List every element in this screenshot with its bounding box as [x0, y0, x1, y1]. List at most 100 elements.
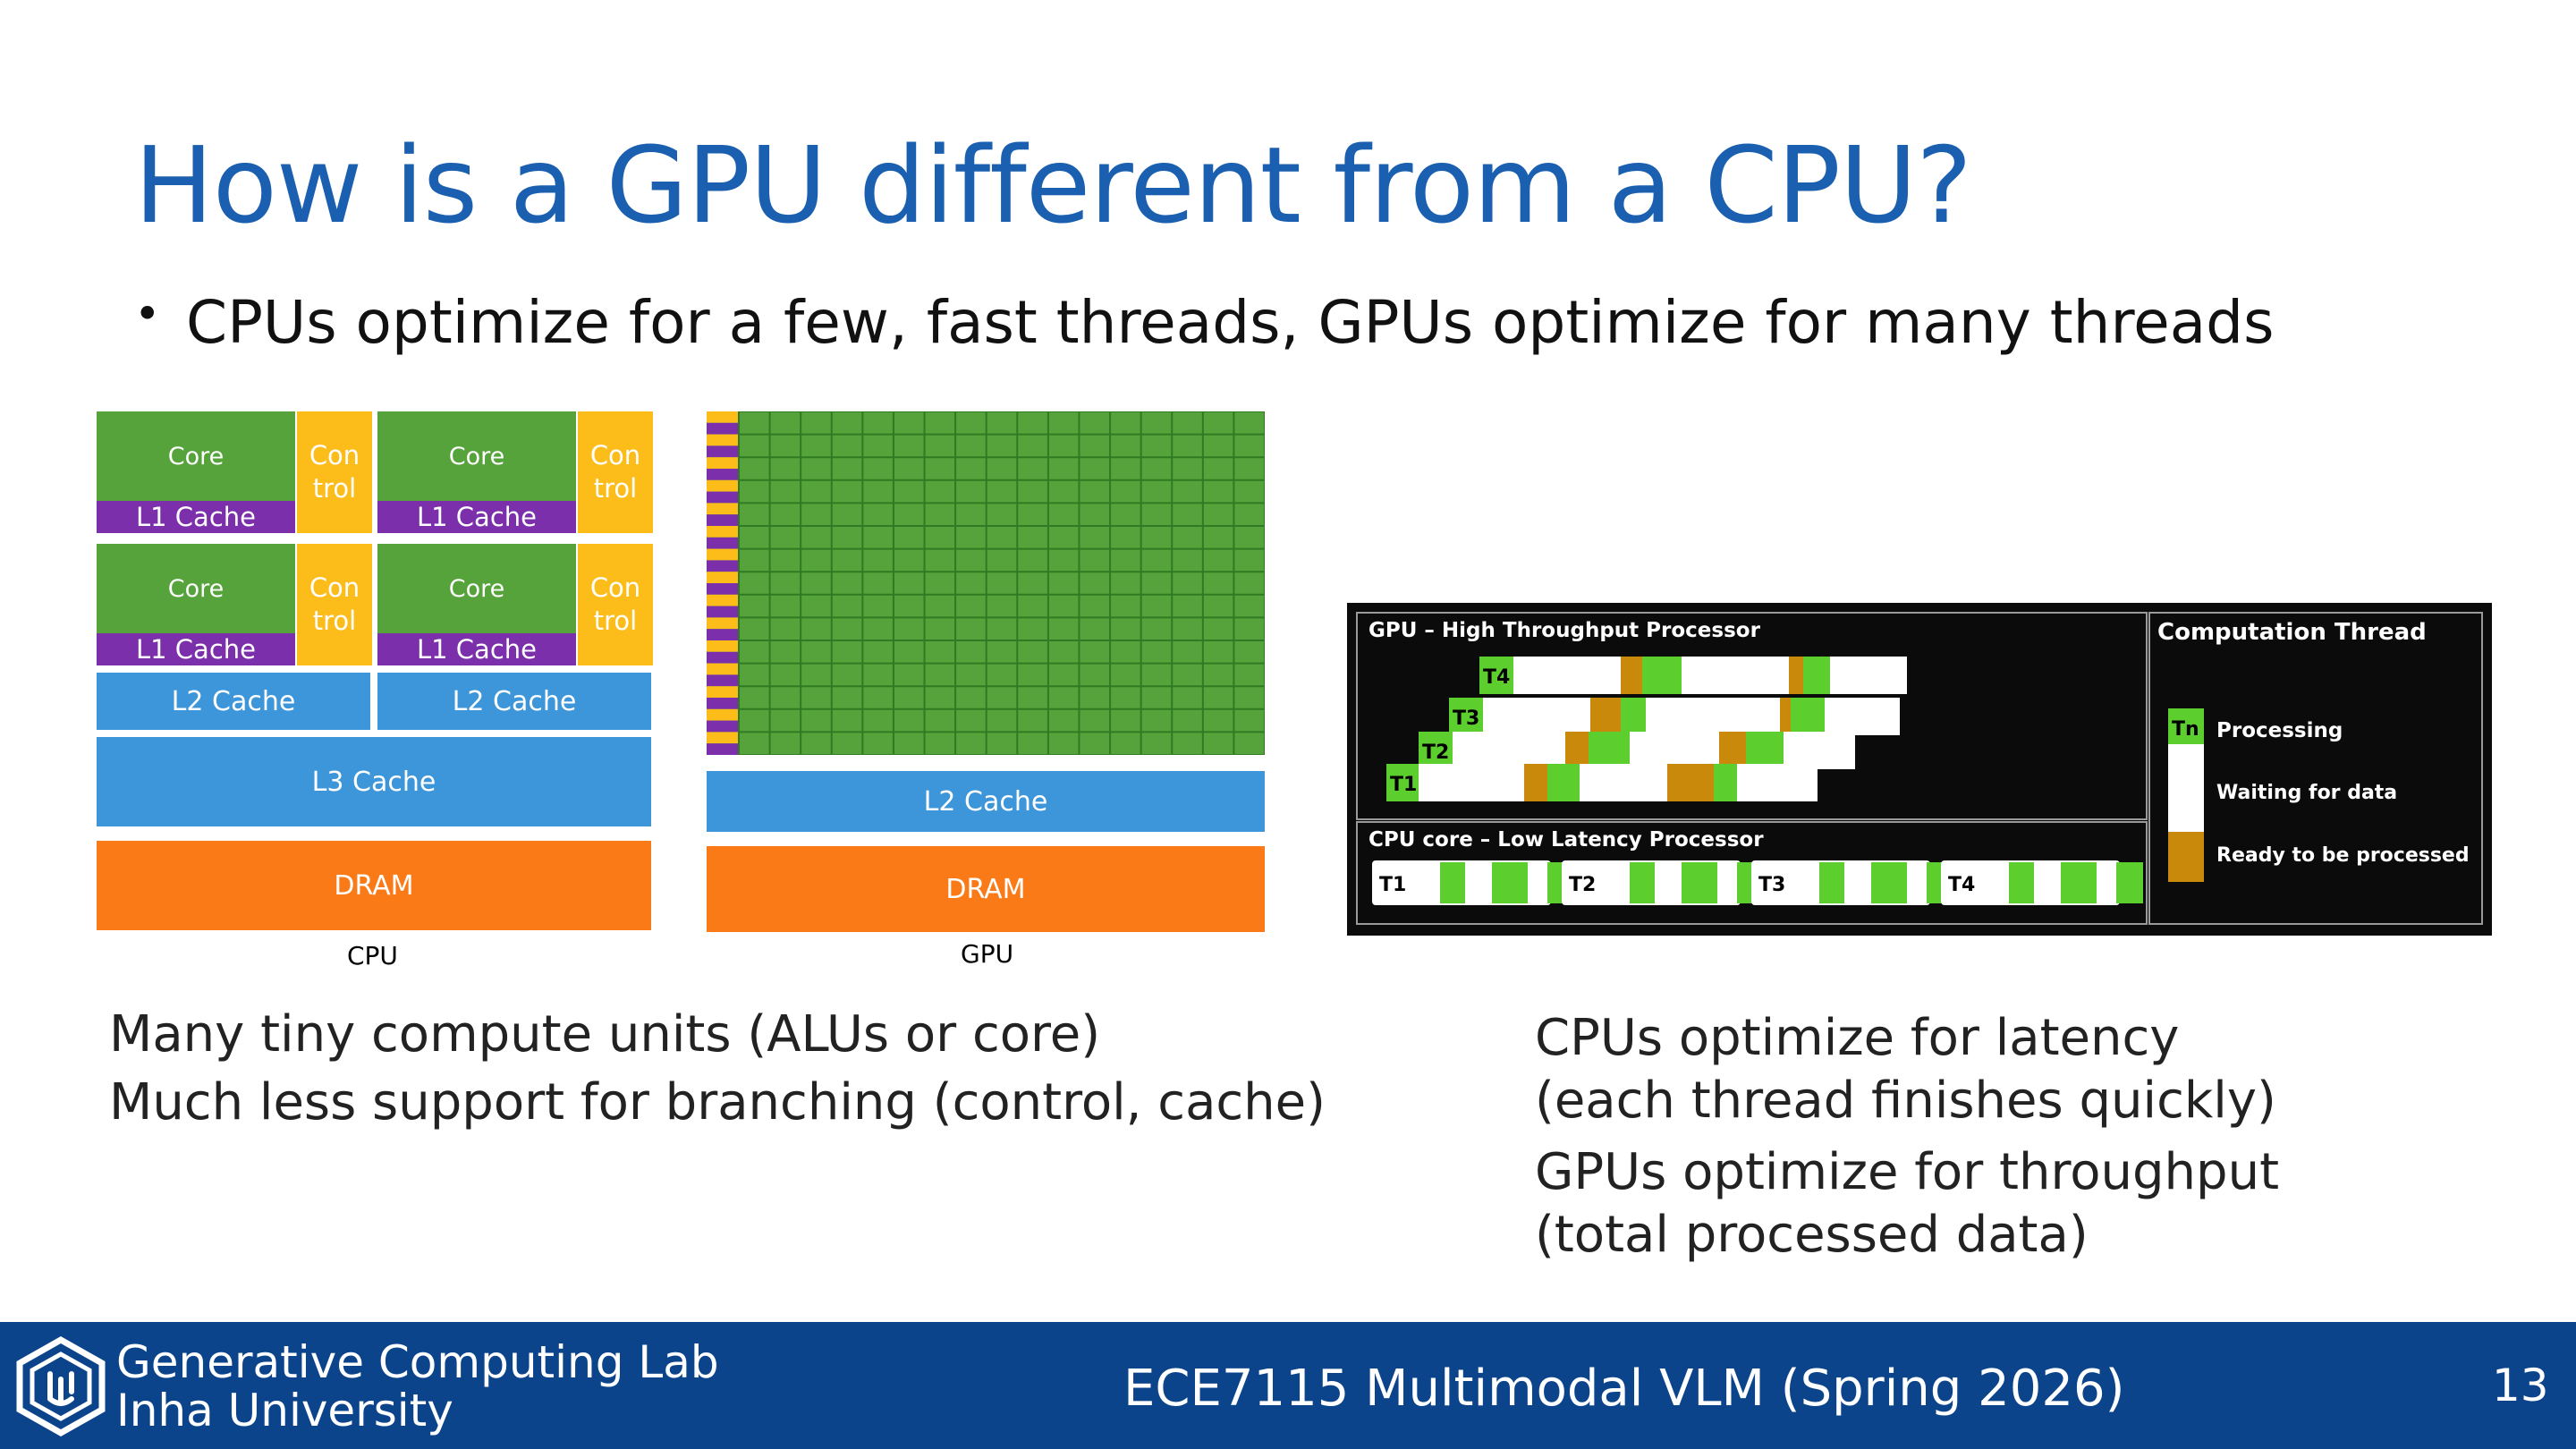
cpu-thread-segment — [1492, 862, 1528, 903]
gpu-thread-segment — [1830, 657, 1907, 694]
gpu-thread-label: T1 — [1390, 774, 1417, 796]
legend-waiting-label: Waiting for data — [2216, 782, 2398, 804]
cpu-thread-segment — [1630, 862, 1655, 903]
cpu-thread-segment — [1719, 862, 1735, 903]
cpu-l3-cache-block: L3 Cache — [97, 737, 651, 826]
cpu-thread-segment — [1657, 862, 1680, 903]
gpu-thread-segment — [1386, 764, 1419, 801]
gpu-thread-segment — [1682, 657, 1789, 694]
gpu-thread-segment — [1419, 732, 1453, 769]
gpu-thread-segment — [1780, 698, 1791, 735]
gpu-thread-segment — [1621, 698, 1646, 735]
gpu-thread-segment — [1580, 764, 1667, 801]
legend-ready-label: Ready to be processed — [2216, 844, 2470, 867]
gpu-thread-segment — [1419, 764, 1524, 801]
cpu-control-block: Con trol — [297, 411, 372, 533]
gpu-thread-segment — [1453, 732, 1565, 769]
cpu-control-block: Con trol — [297, 544, 372, 665]
cpu-control-block: Con trol — [578, 411, 653, 533]
cpu-thread-segment — [1787, 862, 1818, 903]
cpu-thread-segment — [2116, 862, 2143, 903]
legend-processing-label: Processing — [2216, 719, 2343, 742]
gpu-thread-segment — [1719, 732, 1746, 769]
gpu-thread-segment — [1646, 698, 1780, 735]
footer-page-number: 13 — [2492, 1360, 2549, 1411]
footer-lab-name: Generative Computing Lab — [116, 1336, 719, 1388]
gpu-thread-segment — [1789, 657, 1803, 694]
gpu-thread-segment — [1565, 732, 1589, 769]
gpu-thread-label: T3 — [1453, 708, 1479, 730]
right-text-line-3: GPUs optimize for throughput — [1535, 1143, 2280, 1201]
cpu-thread-segment — [1597, 862, 1628, 903]
cpu-l2-cache-block: L2 Cache — [377, 673, 651, 730]
gpu-thread-segment — [1642, 657, 1682, 694]
cpu-thread-segment — [2009, 862, 2034, 903]
slide-title: How is a GPU different from a CPU? — [134, 123, 1972, 247]
gpu-thread-segment — [1714, 764, 1737, 801]
bullet-dot: • — [134, 288, 161, 340]
cpu-thread-segment — [1846, 862, 1869, 903]
right-text-line-2: (each thread finishes quickly) — [1535, 1072, 2276, 1130]
cpu-thread-segment — [1467, 862, 1490, 903]
cpu-thread-segment — [1977, 862, 2007, 903]
cpu-thread-segment — [2061, 862, 2097, 903]
cpu-thread-segment — [2036, 862, 2059, 903]
gpu-thread-segment — [1449, 698, 1483, 735]
gpu-thread-segment — [1746, 732, 1784, 769]
gpu-thread-segment — [1825, 698, 1900, 735]
cpu-l1-cache-block: L1 Cache — [97, 633, 295, 665]
gpu-dram-block: DRAM — [707, 846, 1265, 932]
cpu-thread-label: T1 — [1379, 874, 1406, 896]
gpu-thread-label: T2 — [1422, 741, 1449, 764]
cpu-thread-label: T2 — [1569, 874, 1596, 896]
gpu-thread-segment — [1590, 698, 1621, 735]
gpu-thread-segment — [1621, 657, 1642, 694]
gpu-thread-title: GPU – High Throughput Processor — [1368, 619, 1760, 642]
cpu-core-block: Core — [97, 411, 295, 501]
legend-waiting-swatch — [2168, 744, 2204, 832]
gpu-thread-segment — [1803, 657, 1830, 694]
gpu-thread-segment — [1737, 764, 1818, 801]
legend-title: Computation Thread — [2157, 619, 2427, 646]
left-text-line-2: Much less support for branching (control… — [109, 1073, 1326, 1131]
cpu-l2-cache-block: L2 Cache — [97, 673, 370, 730]
cpu-thread-box — [1356, 821, 2148, 925]
gpu-thread-box — [1356, 612, 2148, 820]
cpu-dram-block: DRAM — [97, 841, 651, 930]
footer-course: ECE7115 Multimodal VLM (Spring 2026) — [1123, 1360, 2125, 1418]
cpu-thread-label: T4 — [1948, 874, 1975, 896]
right-text-line-4: (total processed data) — [1535, 1206, 2089, 1264]
gpu-thread-segment — [1784, 732, 1855, 769]
gpu-thread-segment — [1483, 698, 1590, 735]
cpu-l1-cache-block: L1 Cache — [377, 501, 576, 533]
bullet-text: CPUs optimize for a few, fast threads, G… — [186, 288, 2275, 357]
cpu-thread-segment — [1440, 862, 1465, 903]
cpu-thread-segment — [1871, 862, 1907, 903]
left-text-line-1: Many tiny compute units (ALUs or core) — [109, 1005, 1101, 1063]
gpu-l2-cache-block: L2 Cache — [707, 771, 1265, 832]
legend-thread-label: Tn — [2172, 718, 2199, 741]
gpu-caption: GPU — [961, 939, 1014, 969]
cpu-thread-title: CPU core – Low Latency Processor — [1368, 828, 1764, 852]
gpu-thread-segment — [1547, 764, 1580, 801]
gpu-thread-segment — [1589, 732, 1630, 769]
gpu-alu-grid — [707, 411, 1266, 756]
cpu-caption: CPU — [347, 941, 398, 970]
cpu-thread-segment — [1819, 862, 1844, 903]
cpu-core-block: Core — [377, 411, 576, 501]
cpu-thread-segment — [1408, 862, 1438, 903]
cpu-control-block: Con trol — [578, 544, 653, 665]
thread-comparison-panel: GPU – High Throughput Processor CPU core… — [1347, 603, 2492, 936]
legend-ready-swatch — [2168, 832, 2204, 882]
gpu-thread-segment — [1791, 698, 1825, 735]
right-text-line-1: CPUs optimize for latency — [1535, 1009, 2180, 1067]
cpu-core-block: Core — [377, 544, 576, 633]
gpu-thread-segment — [1667, 764, 1714, 801]
cpu-thread-segment — [1682, 862, 1717, 903]
cpu-thread-label: T3 — [1758, 874, 1785, 896]
legend-processing-swatch — [2168, 708, 2204, 744]
gpu-thread-segment — [1513, 657, 1621, 694]
lab-hexagon-logo-icon — [16, 1336, 106, 1436]
legend-box — [2148, 612, 2483, 925]
